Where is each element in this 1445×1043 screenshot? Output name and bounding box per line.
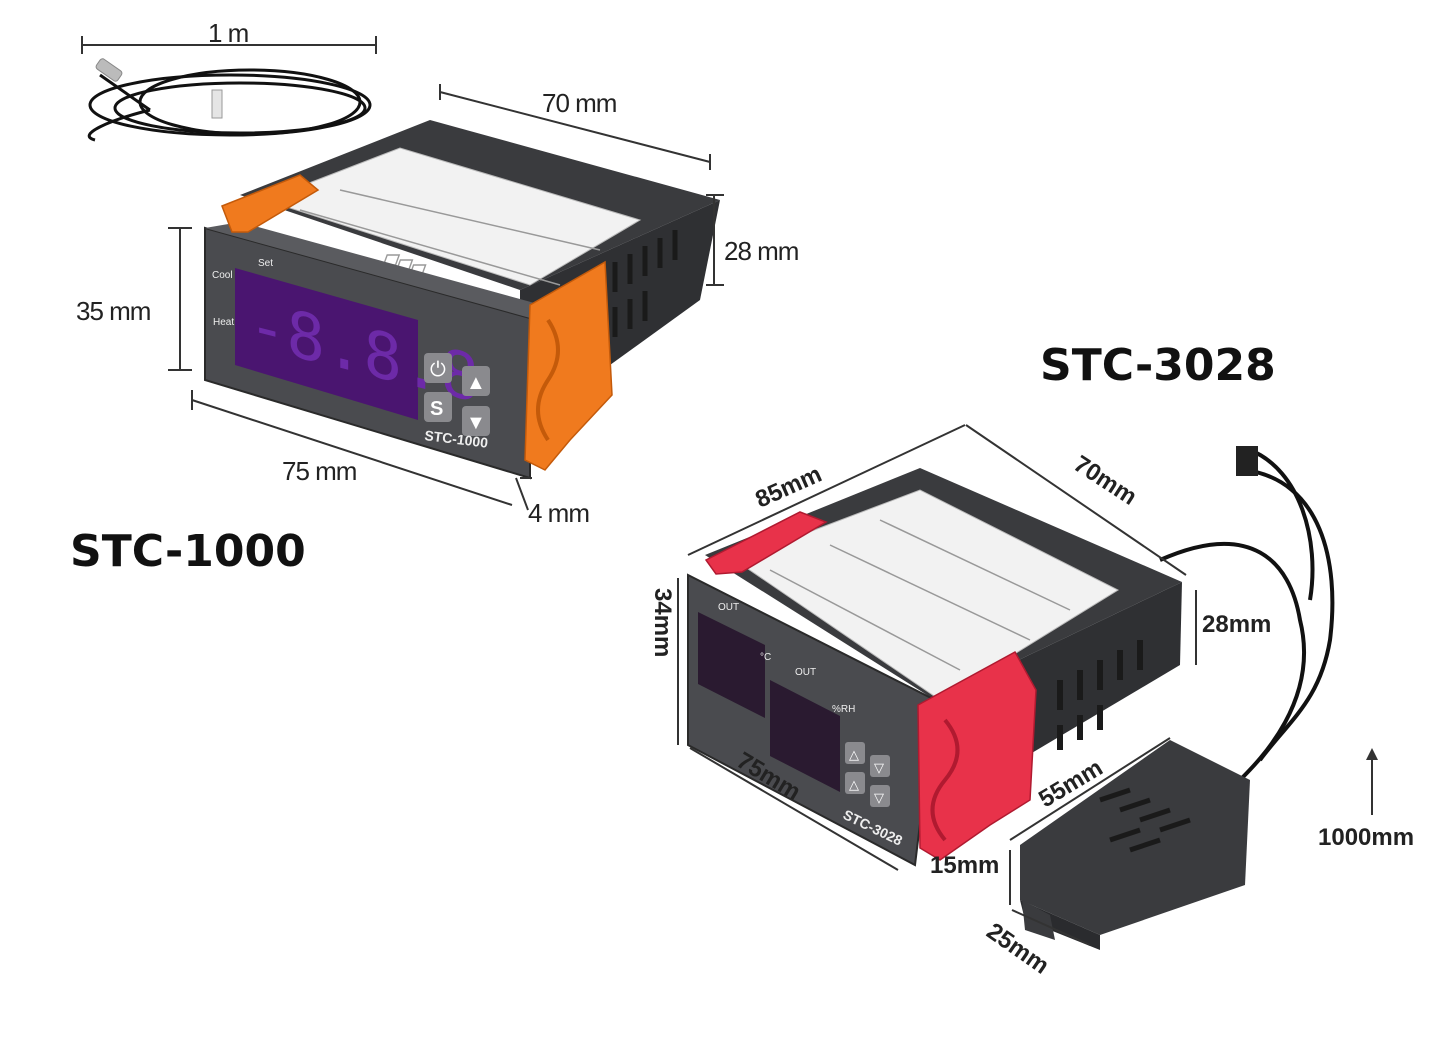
stc3028-front-panel: OUT °C OUT %RH △ ▽ △ ▽ STC-3028 — [687, 573, 937, 867]
out1-label: OUT — [718, 602, 739, 613]
temperature-probe-cable — [87, 58, 372, 142]
power-icon: ⏻ — [430, 359, 446, 381]
stc3028-group: STC-3028 OUT °C — [649, 340, 1414, 980]
up-arrow-icon: ▲ — [466, 372, 486, 394]
stc3028-panel-height-label: 34mm — [649, 588, 676, 657]
heat-label: Heat — [213, 317, 234, 328]
stc1000-housing — [240, 120, 720, 430]
temperature-display — [698, 612, 765, 718]
stc1000-mounting-clips — [221, 174, 613, 471]
stc3028-up-button-2[interactable] — [845, 772, 865, 794]
stc3028-down-button-1[interactable] — [870, 755, 890, 777]
humidity-probe-cable — [1159, 446, 1335, 782]
stc3028-body-height-label: 28mm — [1202, 611, 1271, 638]
stc3028-title: STC-3028 — [1040, 340, 1276, 391]
power-button[interactable] — [424, 353, 452, 383]
up-arrow-icon: △ — [849, 747, 859, 762]
out2-label: OUT — [795, 667, 816, 678]
set-label: Set — [258, 258, 273, 269]
stc3028-up-button-1[interactable] — [845, 742, 865, 764]
probe-height-label: 15mm — [930, 852, 999, 879]
set-s-button[interactable] — [424, 392, 452, 422]
stc1000-panel-width-label: 75 mm — [282, 456, 356, 486]
stc1000-title: STC-1000 — [70, 526, 306, 577]
down-button[interactable] — [462, 406, 490, 436]
cool-label: Cool — [212, 270, 233, 281]
stc1000-display — [235, 268, 418, 420]
down-arrow-icon: ▼ — [466, 412, 486, 434]
stc3028-length-label: 85mm — [751, 461, 825, 514]
celsius-label: °C — [760, 652, 771, 663]
stc1000-panel-height-label: 35 mm — [76, 296, 150, 326]
down-arrow-icon: ▽ — [874, 790, 884, 805]
humidity-probe — [1020, 740, 1250, 950]
up-arrow-icon: △ — [849, 777, 859, 792]
stc3028-down-button-2[interactable] — [870, 785, 890, 807]
down-arrow-icon: ▽ — [874, 760, 884, 775]
stc1000-depth-label: 70 mm — [542, 88, 616, 118]
humidity-display — [770, 680, 840, 792]
stc1000-dimensions: 70 mm 28 mm 35 mm 75 mm 4 mm — [76, 84, 799, 528]
rh-label: %RH — [832, 704, 855, 715]
stc3028-mounting-clips — [704, 511, 1037, 861]
stc1000-front-panel: -8.8.8 Cool Set Heat ⏻ ▲ S ▼ STC-1000 — [204, 222, 560, 480]
probe-cable-length-label: 1000mm — [1318, 824, 1414, 851]
stc1000-model-label: STC-1000 — [424, 427, 489, 451]
up-button[interactable] — [462, 366, 490, 396]
s-button-label: S — [430, 398, 443, 420]
stc1000-panel-thickness-label: 4 mm — [528, 498, 589, 528]
stc1000-group: 1 m — [70, 18, 799, 577]
stc1000-body-height-label: 28 mm — [724, 236, 798, 266]
cable-length-label: 1 m — [208, 18, 248, 48]
cable-length-dimension: 1 m — [81, 18, 377, 54]
